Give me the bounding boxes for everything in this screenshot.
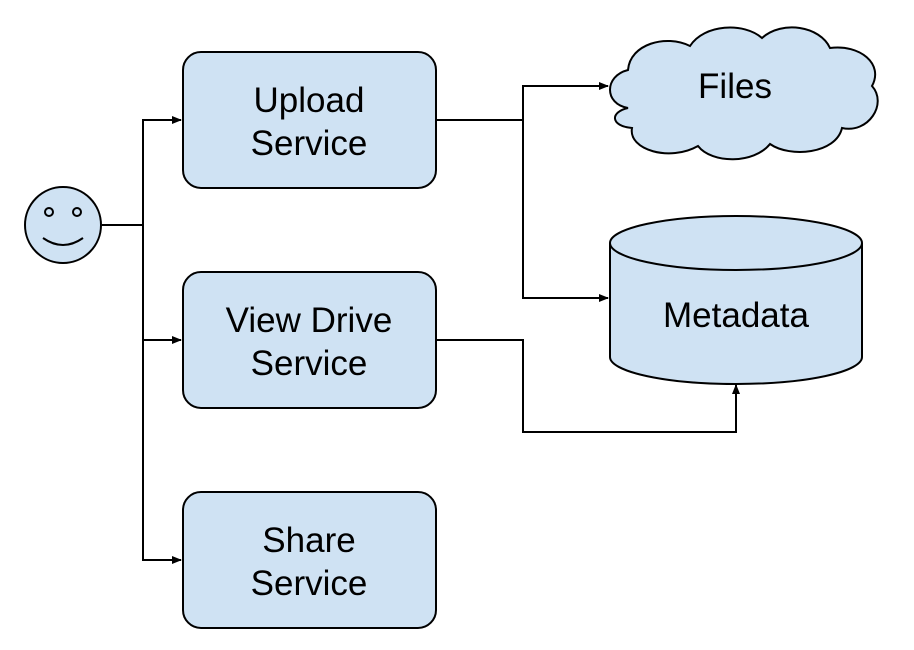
upload-service-label-line2: Service [251, 124, 368, 163]
edge-upload-to-metadata [522, 120, 609, 302]
edge-view-drive-to-metadata [436, 339, 740, 433]
metadata-database-node: Metadata [609, 215, 863, 385]
edge-user-to-upload-service [142, 116, 182, 225]
view-drive-service-label-line2: Service [251, 344, 368, 383]
edge-user-to-share-service [142, 340, 182, 564]
upload-service-node: Upload Service [182, 51, 437, 189]
view-drive-service-node: View Drive Service [182, 271, 437, 409]
edge-user-to-view-drive-service [142, 225, 182, 344]
share-service-node: Share Service [182, 491, 437, 629]
database-icon [609, 215, 863, 385]
share-service-label-line1: Share [262, 521, 355, 560]
files-cloud-node: Files [609, 26, 879, 161]
cloud-icon [609, 26, 879, 161]
user-connectors [102, 116, 182, 564]
view-drive-service-label-line1: View Drive [226, 301, 393, 340]
upload-connectors [436, 82, 609, 302]
metadata-label: Metadata [663, 296, 809, 335]
share-service-label-line2: Service [251, 564, 368, 603]
smile [42, 237, 84, 246]
edge-upload-to-files [522, 82, 609, 120]
upload-service-label-line1: Upload [254, 81, 365, 120]
right-eye [72, 207, 82, 217]
database-top-rim [609, 242, 863, 271]
files-label: Files [698, 67, 772, 106]
left-eye [44, 207, 54, 217]
smiley-user-icon [24, 186, 102, 264]
